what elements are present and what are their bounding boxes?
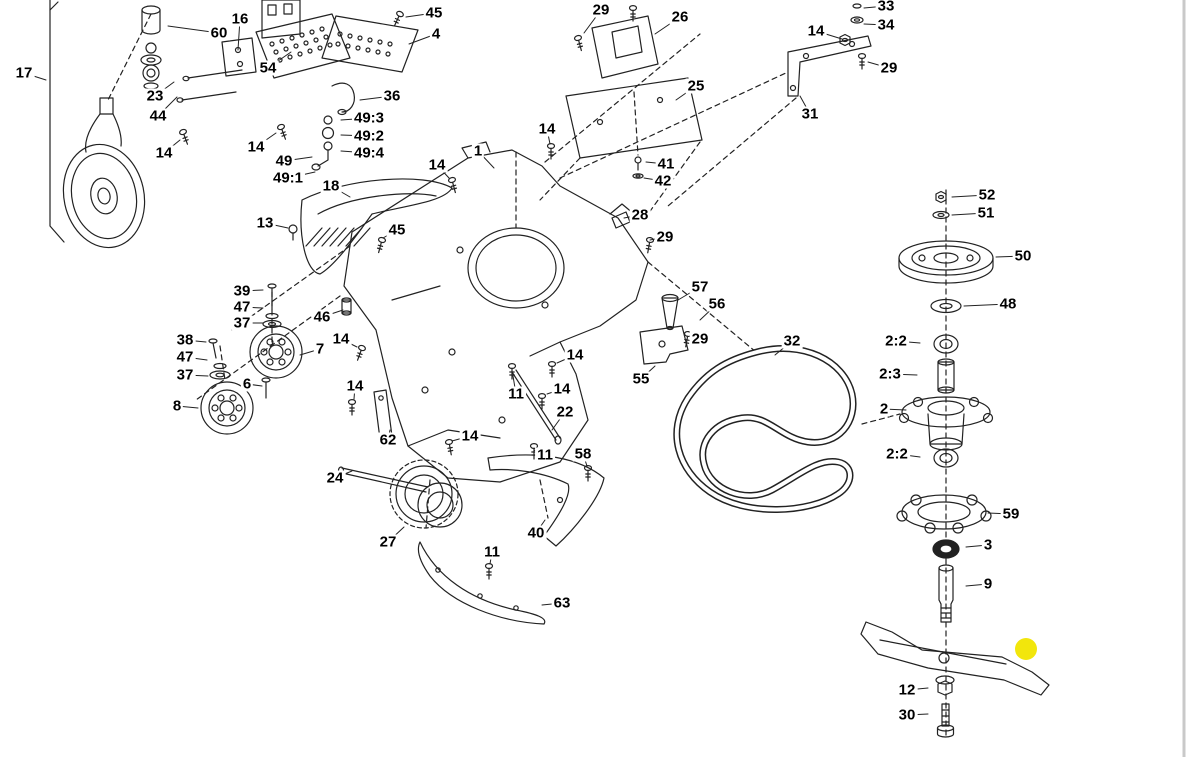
part-callout-18: 18 (320, 177, 342, 195)
part-callout-11: 11 (506, 385, 526, 403)
part-callout-14: 14 (330, 330, 352, 348)
part-callout-22: 22 (554, 403, 576, 421)
part-callout-30: 30 (896, 706, 918, 724)
part-callout-27: 27 (377, 533, 399, 551)
part-callout-63: 63 (551, 594, 573, 612)
part-callout-33: 33 (875, 0, 897, 15)
part-callout-51: 51 (975, 204, 997, 222)
part-callout-57: 57 (689, 278, 711, 296)
part-callout-49:2: 49:2 (351, 127, 387, 145)
upper-bracket-assembly (178, 0, 419, 171)
part-callout-60: 60 (208, 24, 230, 42)
part-callout-7: 7 (313, 340, 327, 358)
part-callout-4: 4 (429, 25, 443, 43)
part-callout-52: 52 (976, 186, 998, 204)
part-callout-3: 3 (981, 536, 995, 554)
part-callout-23: 23 (144, 87, 166, 105)
part-callout-45: 45 (386, 221, 408, 239)
part-callout-14: 14 (344, 377, 366, 395)
part-callout-2:2: 2:2 (883, 332, 909, 350)
part-callout-16: 16 (229, 10, 251, 28)
front-subframe (288, 178, 453, 275)
part-callout-56: 56 (706, 295, 728, 313)
drive-belt (673, 345, 901, 513)
part-callout-49:3: 49:3 (351, 109, 387, 127)
part-callout-13: 13 (254, 214, 276, 232)
caster-wheel-assembly (62, 5, 243, 249)
part-callout-41: 41 (655, 155, 677, 173)
part-callout-9: 9 (981, 575, 995, 593)
part-callout-59: 59 (1000, 505, 1022, 523)
part-callout-17: 17 (13, 64, 35, 82)
part-callout-49:1: 49:1 (270, 169, 306, 187)
part-callout-2:3: 2:3 (877, 365, 903, 383)
part-callout-37: 37 (231, 314, 253, 332)
part-callout-45: 45 (423, 4, 445, 22)
chute-bracket-assembly (639, 293, 693, 365)
part-callout-42: 42 (652, 172, 674, 190)
part-callout-14: 14 (426, 156, 448, 174)
part-callout-29: 29 (689, 330, 711, 348)
part-callout-48: 48 (997, 295, 1019, 313)
part-callout-58: 58 (572, 445, 594, 463)
part-callout-14: 14 (153, 144, 175, 162)
part-callout-49: 49 (273, 152, 295, 170)
part-callout-26: 26 (669, 8, 691, 26)
part-callout-54: 54 (257, 59, 279, 77)
part-callout-29: 29 (654, 228, 676, 246)
part-callout-8: 8 (170, 397, 184, 415)
discharge-bracket-assembly (667, 3, 872, 207)
part-callout-31: 31 (799, 105, 821, 123)
part-callout-6: 6 (240, 375, 254, 393)
idler-arm-and-baffles (337, 361, 605, 625)
highlight-dot (1015, 638, 1037, 660)
part-callout-37: 37 (174, 366, 196, 384)
part-callout-47: 47 (231, 298, 253, 316)
part-callout-34: 34 (875, 16, 897, 34)
part-callout-14: 14 (245, 138, 267, 156)
part-callout-55: 55 (630, 370, 652, 388)
part-callout-49:4: 49:4 (351, 144, 387, 162)
part-callout-11: 11 (535, 446, 555, 464)
part-callout-29: 29 (590, 1, 612, 19)
part-callout-28: 28 (629, 206, 651, 224)
part-callout-14: 14 (564, 346, 586, 364)
mower-blade (860, 621, 1050, 738)
part-callout-44: 44 (147, 107, 169, 125)
part-callout-1: 1 (471, 142, 485, 160)
part-callout-12: 12 (896, 681, 918, 699)
spindle-assembly (896, 189, 994, 737)
part-callout-14: 14 (536, 120, 558, 138)
part-callout-2: 2 (877, 400, 891, 418)
part-callout-14: 14 (551, 380, 573, 398)
part-callout-40: 40 (525, 524, 547, 542)
part-callout-38: 38 (174, 331, 196, 349)
part-callout-36: 36 (381, 87, 403, 105)
part-callout-2:2: 2:2 (884, 445, 910, 463)
deck-edge-bracket (49, 0, 65, 243)
part-callout-62: 62 (377, 431, 399, 449)
part-callout-46: 46 (311, 308, 333, 326)
part-callout-14: 14 (459, 427, 481, 445)
idler-pulley-stack (200, 283, 367, 435)
part-callout-39: 39 (231, 282, 253, 300)
part-callout-32: 32 (781, 332, 803, 350)
part-callout-29: 29 (878, 59, 900, 77)
part-callout-47: 47 (174, 348, 196, 366)
part-callout-50: 50 (1012, 247, 1034, 265)
part-callout-25: 25 (685, 77, 707, 95)
part-callout-11: 11 (482, 543, 502, 561)
part-callout-14: 14 (805, 22, 827, 40)
part-callout-24: 24 (324, 469, 346, 487)
